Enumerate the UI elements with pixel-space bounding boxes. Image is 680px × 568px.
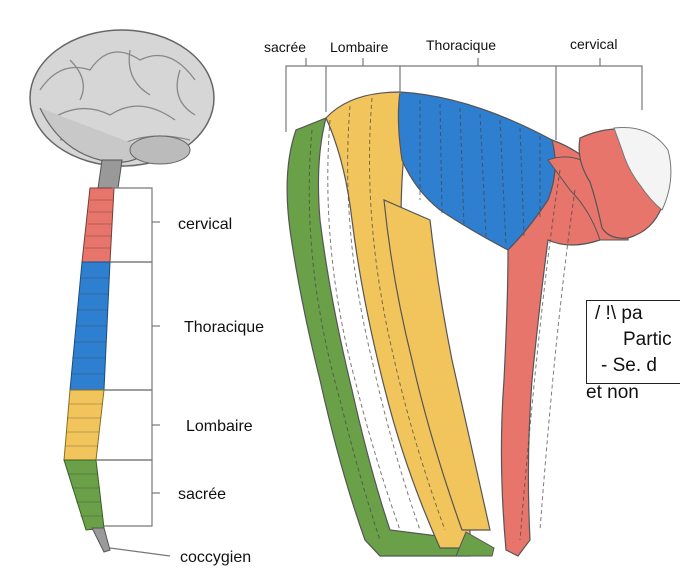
note-line-1: / !\ pa bbox=[595, 303, 643, 325]
spine-label-coccygien: coccygien bbox=[180, 549, 251, 566]
body-label-sacree: sacrée bbox=[264, 39, 306, 55]
note-line-4: et non bbox=[586, 382, 639, 404]
body-label-thoracique: Thoracique bbox=[426, 37, 496, 53]
spine-label-lombaire: Lombaire bbox=[186, 418, 253, 435]
brain-icon bbox=[30, 30, 214, 166]
body-label-lombaire: Lombaire bbox=[330, 39, 389, 55]
note-line-3: - Se. d bbox=[601, 355, 657, 377]
spine-label-thoracique: Thoracique bbox=[184, 319, 264, 336]
spine-label-cervical: cervical bbox=[178, 216, 232, 233]
body-label-cervical: cervical bbox=[570, 36, 617, 52]
note-box: / !\ pa Partic - Se. d bbox=[586, 300, 680, 384]
spinal-cord-icon bbox=[64, 160, 122, 552]
note-line-2: Partic bbox=[623, 329, 672, 351]
spine-label-sacree: sacrée bbox=[178, 486, 226, 503]
